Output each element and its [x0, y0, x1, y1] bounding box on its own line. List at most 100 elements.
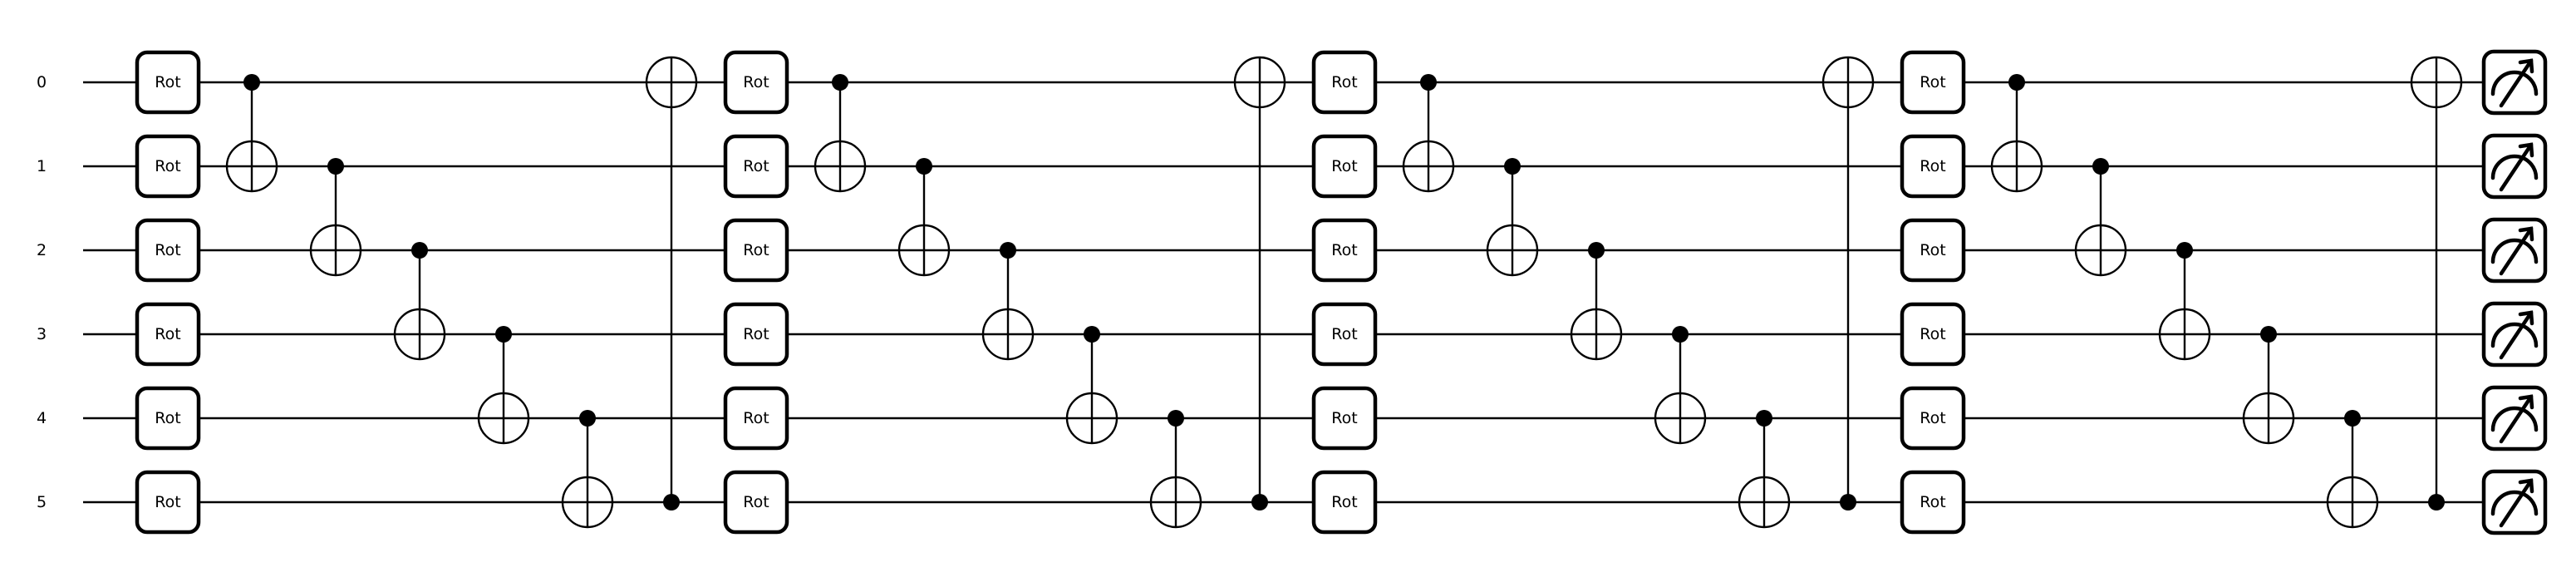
rot-gate-label: Rot: [155, 409, 180, 427]
rot-gate-box: [1311, 470, 1378, 535]
rot-gate-box: [1900, 470, 1966, 535]
cnot-gate: [2242, 326, 2295, 445]
cnot-gate: [1402, 74, 1455, 193]
cnot-gate: [1738, 410, 1791, 529]
cnot-gate: [1486, 158, 1539, 277]
rot-gate: Rot: [1311, 302, 1378, 367]
meter-needle: [2499, 142, 2534, 192]
cnot-gate: [1065, 326, 1118, 445]
control-dot: [1251, 494, 1268, 510]
wire-label-1: 1: [37, 157, 47, 175]
control-dot: [1588, 242, 1605, 259]
rot-gate: Rot: [1900, 50, 1966, 115]
meter-arc: [2490, 154, 2539, 180]
rot-gate-label: Rot: [1920, 493, 1945, 511]
cnot-gate: [309, 158, 362, 277]
meter-arrowhead: [2518, 226, 2534, 242]
control-dot: [1504, 158, 1521, 175]
control-dot: [832, 74, 848, 91]
rot-gate: Rot: [723, 302, 789, 367]
control-dot: [243, 74, 260, 91]
control-dot: [2092, 158, 2109, 175]
rot-gate-label: Rot: [1920, 325, 1945, 343]
control-dot: [327, 158, 344, 175]
cnot-gate: [1149, 410, 1202, 529]
rot-gate: Rot: [135, 218, 201, 283]
wire-label-4: 4: [37, 409, 47, 427]
rot-gate-box: [135, 50, 201, 115]
control-dot: [411, 242, 428, 259]
rot-gate: Rot: [1311, 50, 1378, 115]
meter-icon: [2481, 301, 2548, 367]
meter-arrowhead: [2518, 58, 2534, 74]
rot-gate-box: [135, 302, 201, 367]
cnot-gate: [1990, 74, 2043, 193]
wire-labels: 0 1 2 3 4 5: [37, 73, 47, 511]
meter-icon: [2481, 469, 2548, 535]
control-dot: [2344, 410, 2361, 427]
rot-gate: Rot: [1900, 386, 1966, 451]
meter-arc: [2490, 322, 2539, 348]
rot-gate-box: [723, 218, 789, 283]
rot-gate-box: [1311, 218, 1378, 283]
control-dot: [1756, 410, 1772, 427]
meter-arrowhead: [2518, 394, 2534, 410]
rot-gate-label: Rot: [155, 73, 180, 91]
meter-icon: [2481, 49, 2548, 116]
rot-gate: Rot: [723, 218, 789, 283]
cnot-gate: [1821, 56, 1875, 510]
wire-label-2: 2: [37, 241, 47, 259]
wire-label-0: 0: [37, 73, 47, 91]
rot-gate-box: [723, 50, 789, 115]
rot-gate: Rot: [723, 134, 789, 199]
rot-gate-label: Rot: [743, 157, 769, 175]
rot-gate-box: [135, 386, 201, 451]
meter-arrowhead: [2518, 478, 2534, 494]
rot-gate: Rot: [723, 386, 789, 451]
control-dot: [2008, 74, 2025, 91]
rot-gate-box: [135, 134, 201, 199]
rot-gate-label: Rot: [743, 73, 769, 91]
control-dot: [1420, 74, 1437, 91]
cnot-gate: [981, 242, 1035, 361]
rot-gate-label: Rot: [155, 157, 180, 175]
rot-gate-box: [1311, 386, 1378, 451]
control-dot: [2428, 494, 2445, 510]
cnot-gate: [1233, 56, 1286, 510]
rot-gate-box: [1900, 386, 1966, 451]
rot-gate-box: [1311, 50, 1378, 115]
wire-label-3: 3: [37, 325, 47, 343]
control-dot: [1840, 494, 1856, 510]
meter-arc: [2490, 490, 2539, 516]
rot-gate: Rot: [135, 302, 201, 367]
cnot-gate: [393, 242, 446, 361]
meter-needle: [2499, 58, 2534, 108]
rot-gate-label: Rot: [155, 493, 180, 511]
rot-gate: Rot: [1311, 134, 1378, 199]
rot-gate: Rot: [135, 134, 201, 199]
cnot-gate: [814, 74, 867, 193]
rot-gate: Rot: [1311, 470, 1378, 535]
cnot-gate: [2158, 242, 2211, 361]
rot-gate: Rot: [723, 50, 789, 115]
rot-gate: Rot: [1311, 218, 1378, 283]
wire-label-5: 5: [37, 493, 47, 511]
rot-gate-box: [723, 134, 789, 199]
rot-gate-label: Rot: [1331, 157, 1357, 175]
rot-gate-label: Rot: [155, 325, 180, 343]
rot-gate: Rot: [135, 50, 201, 115]
rot-gate-box: [723, 302, 789, 367]
cnot-gate: [645, 56, 698, 510]
meter-needle: [2499, 226, 2534, 276]
control-dot: [579, 410, 596, 427]
rot-gate: Rot: [723, 470, 789, 535]
rot-gate-label: Rot: [1331, 409, 1357, 427]
rot-gate-label: Rot: [1331, 325, 1357, 343]
control-dot: [916, 158, 932, 175]
meter-icon: [2481, 385, 2548, 451]
rot-gate-label: Rot: [1920, 157, 1945, 175]
rot-gate-label: Rot: [743, 241, 769, 259]
control-dot: [1084, 326, 1100, 343]
cnot-gate: [2326, 410, 2379, 529]
rot-gate-label: Rot: [1920, 241, 1945, 259]
